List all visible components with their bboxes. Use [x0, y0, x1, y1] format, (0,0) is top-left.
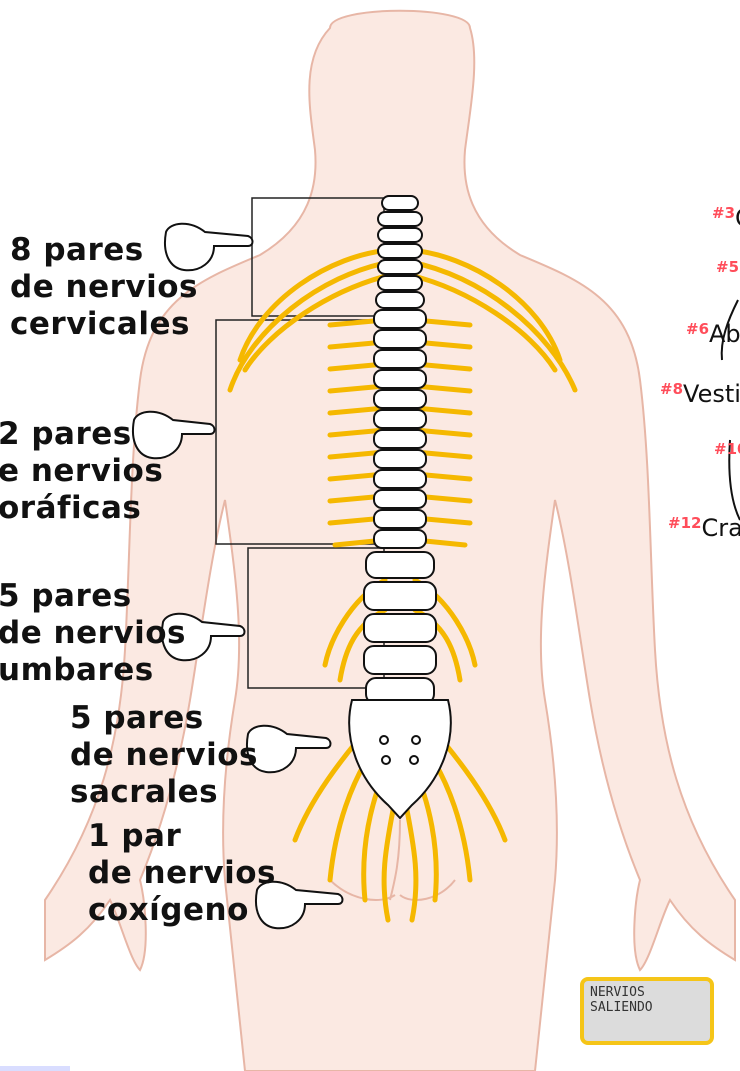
cranial-nerve-12: #12Cra [668, 514, 740, 542]
label-cervical-line2: de nervios [10, 269, 198, 306]
label-cervical: 8 pares de nervios cervicales [10, 232, 198, 343]
label-sacral: 5 pares de nervios sacrales [70, 700, 258, 811]
label-thoracic: 2 pares e nervios oráficas [0, 416, 163, 527]
badge-line2: SALIENDO [590, 1000, 704, 1015]
cranial-nerve-3: #3O [712, 204, 740, 232]
label-cervical-line3: cervicales [10, 306, 198, 343]
label-coccygeal-line3: coxígeno [88, 892, 276, 929]
bottom-edge-tab [0, 1066, 70, 1071]
label-cervical-line1: 8 pares [10, 232, 198, 269]
cranial-nerve-5: #5 [716, 258, 739, 286]
cranial-nerve-12-text: Cra [701, 514, 740, 542]
cranial-nerve-6: #6Ab [686, 320, 740, 348]
cranial-nerve-3-number: #3 [712, 204, 735, 222]
cranial-nerve-10: #10 [714, 440, 740, 468]
cranial-nerve-8-text: Vestil [683, 380, 740, 408]
cranial-nerve-6-text: Ab [709, 320, 740, 348]
label-lumbar-line1: 5 pares [0, 578, 186, 615]
cranial-nerve-6-number: #6 [686, 320, 709, 338]
cranial-nerve-5-number: #5 [716, 258, 739, 276]
label-sacral-line2: de nervios [70, 737, 258, 774]
label-coccygeal-line2: de nervios [88, 855, 276, 892]
label-coccygeal: 1 par de nervios coxígeno [88, 818, 276, 929]
label-thoracic-line1: 2 pares [0, 416, 163, 453]
label-lumbar-line3: umbares [0, 652, 186, 689]
label-coccygeal-line1: 1 par [88, 818, 276, 855]
label-thoracic-line2: e nervios [0, 453, 163, 490]
label-thoracic-line3: oráficas [0, 490, 163, 527]
cranial-nerve-12-number: #12 [668, 514, 701, 532]
badge-line1: NERVIOS [590, 985, 704, 1000]
label-sacral-line1: 5 pares [70, 700, 258, 737]
cranial-nerve-8: #8Vestil [660, 380, 740, 408]
cranial-nerve-10-number: #10 [714, 440, 740, 458]
label-lumbar-line2: de nervios [0, 615, 186, 652]
cranial-nerve-8-number: #8 [660, 380, 683, 398]
nervios-saliendo-badge: NERVIOS SALIENDO [580, 977, 714, 1045]
label-sacral-line3: sacrales [70, 774, 258, 811]
label-lumbar: 5 pares de nervios umbares [0, 578, 186, 689]
cranial-nerve-3-text: O [735, 204, 740, 232]
